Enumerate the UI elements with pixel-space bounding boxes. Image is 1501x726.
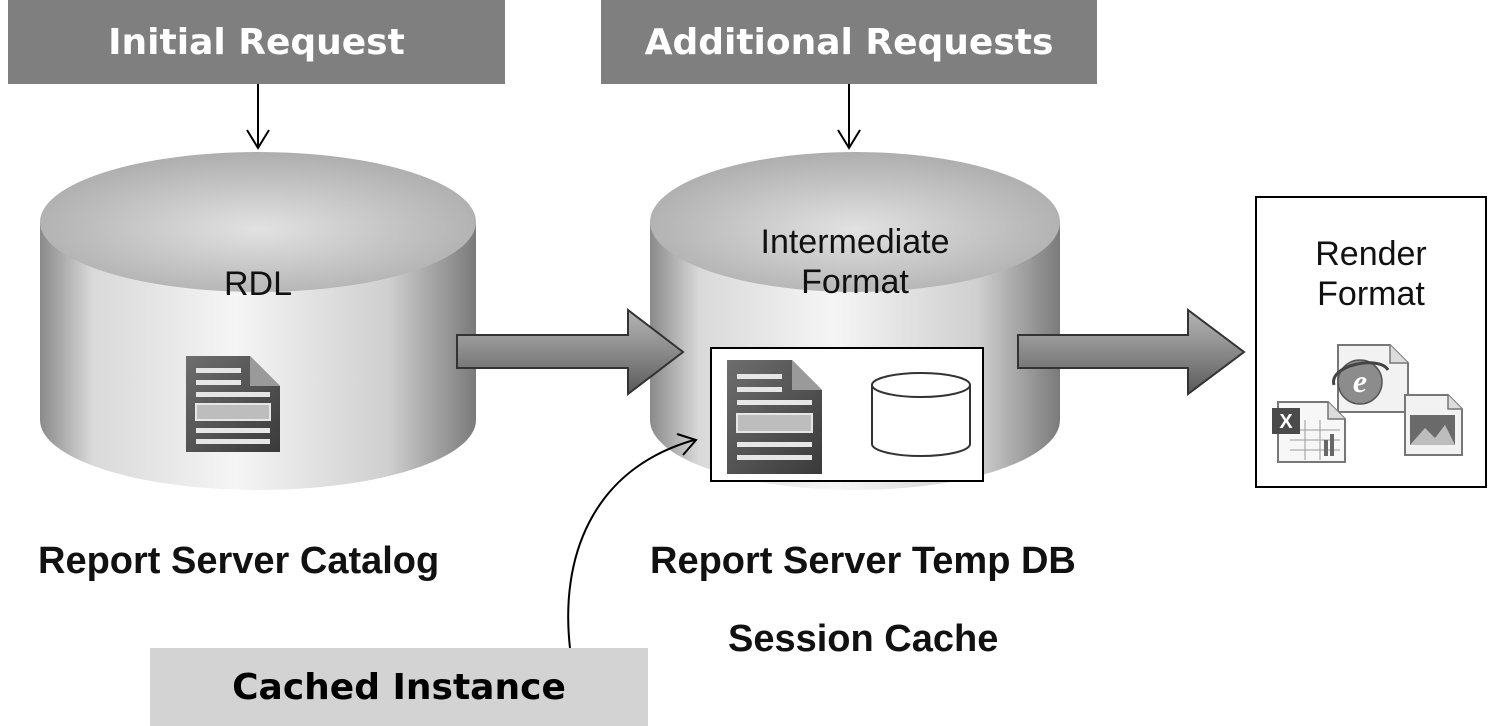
svg-text:e: e bbox=[1353, 363, 1367, 399]
excel-icon: X bbox=[1272, 401, 1346, 463]
intermediate-format-line2: Format bbox=[801, 263, 909, 301]
internet-explorer-icon: e bbox=[1332, 344, 1409, 413]
image-file-icon bbox=[1404, 394, 1463, 456]
additional-requests-arrow bbox=[837, 84, 861, 150]
cached-instance-banner: Cached Instance bbox=[150, 648, 648, 726]
cached-instance-pointer bbox=[567, 433, 698, 649]
document-icon bbox=[186, 356, 280, 452]
rdl-label: RDL bbox=[223, 265, 293, 303]
initial-request-label: Initial Request bbox=[108, 21, 405, 63]
catalog-caption: Report Server Catalog bbox=[38, 540, 440, 582]
render-format-line2: Format bbox=[1317, 275, 1425, 313]
session-cache-caption: Session Cache bbox=[728, 618, 999, 660]
intermediate-format-line1: Intermediate bbox=[760, 223, 950, 261]
intermediate-format-label: Intermediate Format bbox=[705, 222, 1005, 302]
initial-request-arrow bbox=[246, 84, 270, 150]
render-format-line1: Render bbox=[1315, 235, 1427, 273]
cached-instance-label: Cached Instance bbox=[232, 666, 566, 708]
render-format-label: Render Format bbox=[1256, 234, 1486, 314]
flow-arrow-tempdb-to-render bbox=[1017, 308, 1246, 396]
flow-arrow-catalog-to-tempdb bbox=[456, 307, 685, 397]
database-icon bbox=[871, 372, 971, 457]
additional-requests-banner: Additional Requests bbox=[601, 0, 1097, 84]
tempdb-caption: Report Server Temp DB bbox=[650, 540, 1076, 582]
svg-text:X: X bbox=[1279, 411, 1293, 433]
initial-request-banner: Initial Request bbox=[8, 0, 505, 84]
additional-requests-label: Additional Requests bbox=[644, 21, 1054, 63]
catalog-cylinder bbox=[40, 152, 476, 490]
document-icon bbox=[727, 360, 822, 474]
